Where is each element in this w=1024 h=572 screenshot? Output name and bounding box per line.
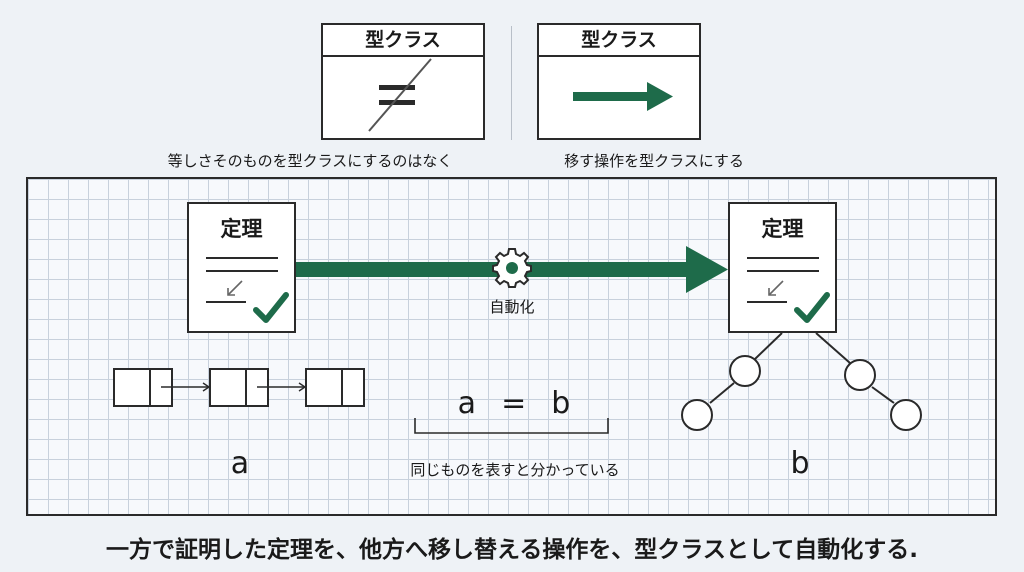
right-arrow-icon xyxy=(573,82,673,111)
gear-icon xyxy=(492,248,532,288)
automation-label: 自動化 xyxy=(489,298,535,316)
structure-label-a: a xyxy=(230,446,250,481)
typeclass-transfer-title: 型クラス xyxy=(539,25,699,57)
typeclass-equality-title: 型クラス xyxy=(323,25,483,57)
doc-line xyxy=(206,270,278,272)
equation-caption: 同じものを表すと分かっている xyxy=(410,461,620,479)
doc-line xyxy=(747,257,819,259)
theorem-title-left: 定理 xyxy=(220,217,263,241)
pen-arrow-icon xyxy=(227,280,243,296)
pen-arrow-icon xyxy=(768,280,784,296)
linked-list-structure xyxy=(113,368,365,407)
structure-label-b: b xyxy=(790,446,810,481)
check-icon xyxy=(253,292,289,323)
doc-line xyxy=(747,270,819,272)
theorem-document-right: 定理 xyxy=(728,202,837,333)
typeclass-transfer-caption: 移す操作を型クラスにする xyxy=(564,152,744,170)
typeclass-equality-box: 型クラス xyxy=(321,23,485,140)
doc-line xyxy=(747,301,787,303)
check-icon xyxy=(794,292,830,323)
theorem-document-left: 定理 xyxy=(187,202,296,333)
typeclass-transfer-box: 型クラス xyxy=(537,23,701,140)
equation: a = b xyxy=(457,386,573,421)
equation-bracket xyxy=(414,418,609,434)
typeclass-equality-caption: 等しさそのものを型クラスにするのはなく xyxy=(167,152,453,170)
not-equal-icon xyxy=(368,58,432,132)
tree-structure xyxy=(681,332,922,431)
header-divider xyxy=(511,26,512,140)
doc-line xyxy=(206,257,278,259)
summary-text: 一方で証明した定理を、他方へ移し替える操作を、型クラスとして自動化する. xyxy=(106,537,918,563)
theorem-title-right: 定理 xyxy=(761,217,804,241)
doc-line xyxy=(206,301,246,303)
